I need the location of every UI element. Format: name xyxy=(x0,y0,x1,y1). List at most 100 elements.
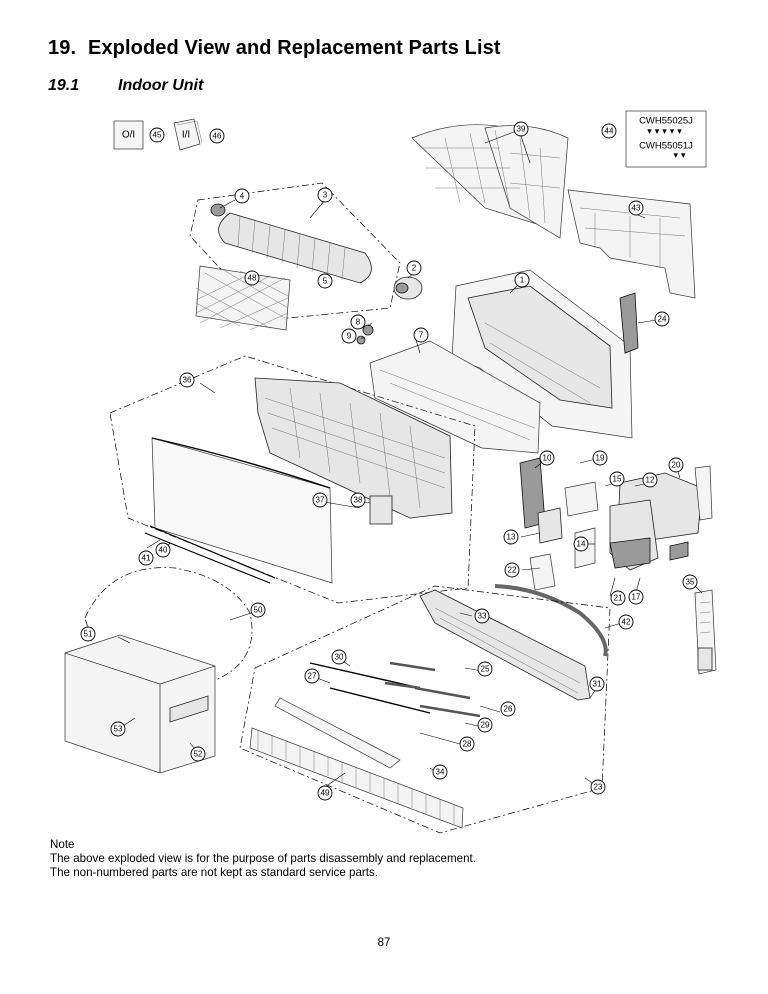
page-number: 87 xyxy=(377,937,391,949)
callout-10: 10 xyxy=(539,450,555,466)
note-heading: Note xyxy=(50,838,75,851)
svg-text:35: 35 xyxy=(686,578,695,587)
svg-text:27: 27 xyxy=(308,672,317,681)
svg-text:22: 22 xyxy=(508,566,517,575)
callout-23: 23 xyxy=(590,779,606,795)
callout-31: 31 xyxy=(589,676,605,692)
callout-35: 35 xyxy=(682,574,698,590)
svg-text:17: 17 xyxy=(632,593,641,602)
svg-text:20: 20 xyxy=(672,461,681,470)
callout-2: 2 xyxy=(406,260,422,276)
callout-15: 15 xyxy=(609,471,625,487)
exploded-view-svg: O/I I/I CWH55025J ▾▾▾▾▾ CWH55051J ▾▾ xyxy=(64,110,717,834)
callout-9: 9 xyxy=(341,328,357,344)
deodorizing-filter-part xyxy=(195,265,291,331)
callout-46: 46 xyxy=(209,128,225,144)
callout-14: 14 xyxy=(573,536,589,552)
vertical-vane-part xyxy=(274,661,481,769)
kit-model-a: CWH55025J xyxy=(639,116,693,127)
callout-51: 51 xyxy=(80,626,96,642)
callout-29: 29 xyxy=(477,717,493,733)
note-line-2: The non-numbered parts are not kept as s… xyxy=(50,866,379,879)
callout-5: 5 xyxy=(317,273,333,289)
callout-53: 53 xyxy=(110,721,126,737)
packing-case-part xyxy=(64,634,216,774)
callout-12: 12 xyxy=(642,472,658,488)
svg-text:24: 24 xyxy=(658,315,667,324)
svg-text:5: 5 xyxy=(323,277,328,286)
svg-text:10: 10 xyxy=(543,454,552,463)
callout-48: 48 xyxy=(244,270,260,286)
air-filter-part xyxy=(411,124,569,239)
callout-39: 39 xyxy=(513,121,529,137)
svg-text:42: 42 xyxy=(622,618,631,627)
svg-text:48: 48 xyxy=(248,274,257,283)
callout-13: 13 xyxy=(503,529,519,545)
callout-19: 19 xyxy=(592,450,608,466)
callout-22: 22 xyxy=(504,562,520,578)
svg-text:7: 7 xyxy=(419,331,424,340)
svg-text:13: 13 xyxy=(507,533,516,542)
callout-21: 21 xyxy=(610,590,626,606)
callouts: 1 2 3 4 5 7 8 9 10 12 13 14 15 17 19 20 … xyxy=(80,121,698,801)
svg-text:38: 38 xyxy=(354,496,363,505)
svg-text:37: 37 xyxy=(316,496,325,505)
section-title: 19.Exploded View and Replacement Parts L… xyxy=(48,37,501,60)
installation-plate-part xyxy=(567,189,696,299)
bracket-part xyxy=(619,292,639,354)
svg-text:25: 25 xyxy=(481,665,490,674)
note-block: Note The above exploded view is for the … xyxy=(50,838,476,880)
svg-text:▾▾▾▾▾: ▾▾▾▾▾ xyxy=(647,126,685,136)
svg-text:15: 15 xyxy=(613,475,622,484)
bushing-part xyxy=(356,324,374,345)
svg-text:8: 8 xyxy=(356,318,361,327)
svg-text:39: 39 xyxy=(517,125,526,134)
svg-text:3: 3 xyxy=(323,191,328,200)
svg-text:53: 53 xyxy=(114,725,123,734)
remote-control-part xyxy=(694,589,717,675)
ii-label: I/I xyxy=(182,130,190,141)
svg-text:34: 34 xyxy=(436,768,445,777)
svg-text:4: 4 xyxy=(240,192,245,201)
svg-text:52: 52 xyxy=(194,750,203,759)
callout-45: 45 xyxy=(149,127,165,143)
callout-7: 7 xyxy=(413,327,429,343)
svg-text:50: 50 xyxy=(254,606,263,615)
callout-43: 43 xyxy=(628,200,644,216)
exploded-view-diagram: O/I I/I CWH55025J ▾▾▾▾▾ CWH55051J ▾▾ xyxy=(64,108,720,838)
svg-text:14: 14 xyxy=(577,540,586,549)
callout-30: 30 xyxy=(331,649,347,665)
callout-25: 25 xyxy=(477,661,493,677)
svg-text:▾▾: ▾▾ xyxy=(673,150,688,160)
callout-17: 17 xyxy=(628,589,644,605)
callout-44: 44 xyxy=(601,123,617,139)
callout-50: 50 xyxy=(250,602,266,618)
installation-instructions-part: I/I xyxy=(173,118,203,151)
svg-text:41: 41 xyxy=(142,554,151,563)
callout-3: 3 xyxy=(317,187,333,203)
callout-38: 38 xyxy=(350,492,366,508)
chassis-part xyxy=(451,269,633,439)
svg-text:23: 23 xyxy=(594,783,603,792)
oi-label: O/I xyxy=(122,130,135,141)
callout-26: 26 xyxy=(500,701,516,717)
callout-34: 34 xyxy=(432,764,448,780)
kit-model-b: CWH55051J xyxy=(639,141,693,152)
operating-instructions-part: O/I xyxy=(113,120,144,150)
callout-37: 37 xyxy=(312,492,328,508)
discharge-grille-part xyxy=(369,340,541,454)
callout-33: 33 xyxy=(474,608,490,624)
callout-49: 49 xyxy=(317,785,333,801)
svg-text:30: 30 xyxy=(335,653,344,662)
svg-text:21: 21 xyxy=(614,594,623,603)
callout-28: 28 xyxy=(459,736,475,752)
svg-text:44: 44 xyxy=(605,127,614,136)
svg-text:36: 36 xyxy=(183,376,192,385)
front-grille-part xyxy=(254,377,453,519)
callout-41: 41 xyxy=(138,550,154,566)
callout-20: 20 xyxy=(668,457,684,473)
installation-kit-box: CWH55025J ▾▾▾▾▾ CWH55051J ▾▾ xyxy=(625,110,707,168)
svg-text:51: 51 xyxy=(84,630,93,639)
callout-1: 1 xyxy=(514,272,530,288)
fan-motor-part xyxy=(393,276,423,300)
